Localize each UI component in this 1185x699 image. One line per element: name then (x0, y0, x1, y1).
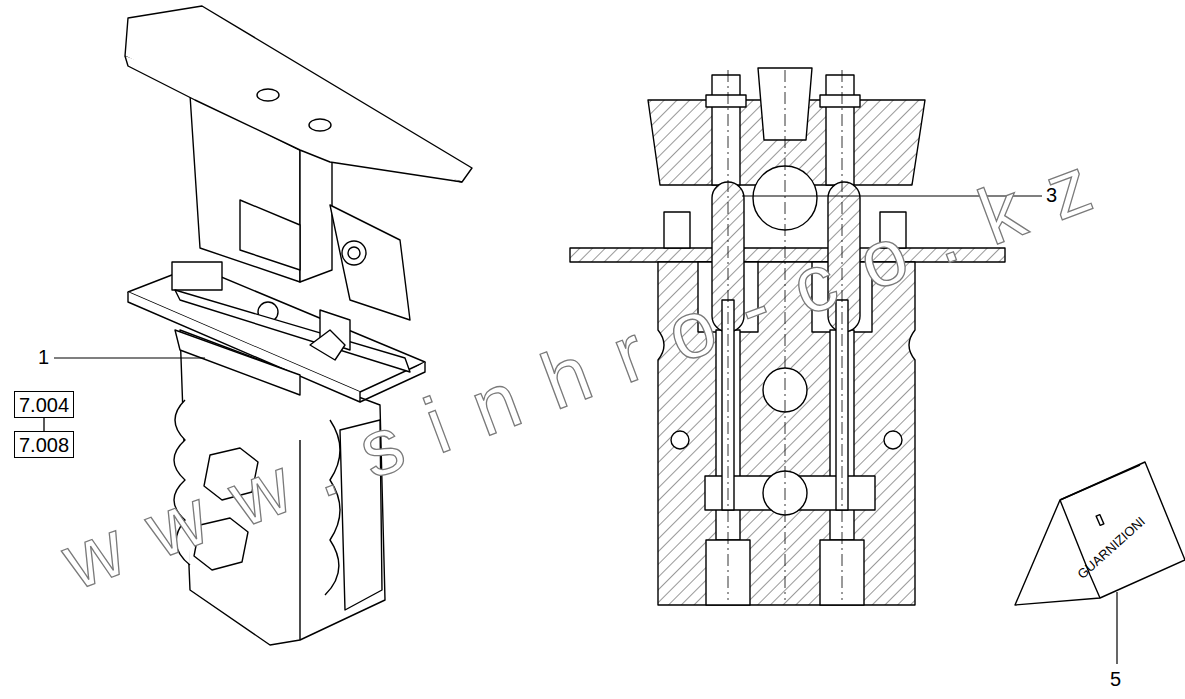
seal-kit-bag (1015, 462, 1185, 605)
connector-line (43, 418, 44, 431)
pedal-valve (348, 247, 360, 259)
valve-section (706, 95, 746, 107)
pedal-valve (175, 290, 410, 372)
leader-line (1116, 592, 1117, 664)
valve-section (884, 431, 902, 449)
pedal-valve (240, 200, 300, 270)
valve-section (664, 212, 690, 248)
valve-section (826, 75, 854, 185)
reference-number: 7.004 (19, 394, 69, 416)
valve-section (842, 70, 843, 600)
seal-kit-bag (1060, 500, 1100, 598)
seal-kit-bag (1096, 515, 1104, 526)
pedal-valve (128, 292, 360, 402)
pedal-valve (309, 119, 331, 131)
valve-section (820, 95, 860, 107)
pedal-valve (330, 205, 410, 320)
reference-box: 7.008 (14, 431, 74, 458)
callout-number: 5 (1110, 668, 1121, 690)
pedal-valve (125, 56, 462, 182)
leader-line (54, 357, 205, 358)
pedal-valve (310, 330, 345, 360)
callout-number: 1 (38, 346, 49, 368)
seal-kit-bag (1060, 465, 1140, 500)
pedal-valve (257, 89, 279, 101)
reference-number: 7.008 (19, 434, 69, 456)
pedal-valve (172, 262, 222, 290)
pedal-valve (175, 330, 300, 395)
seal-kit-bag (1015, 462, 1185, 605)
reference-box: 7.004 (14, 391, 74, 418)
valve-section (712, 75, 740, 185)
pedal-valve (300, 150, 332, 282)
valve-section (671, 431, 689, 449)
pedal-valve (125, 6, 472, 182)
pedal-valve (342, 241, 366, 265)
